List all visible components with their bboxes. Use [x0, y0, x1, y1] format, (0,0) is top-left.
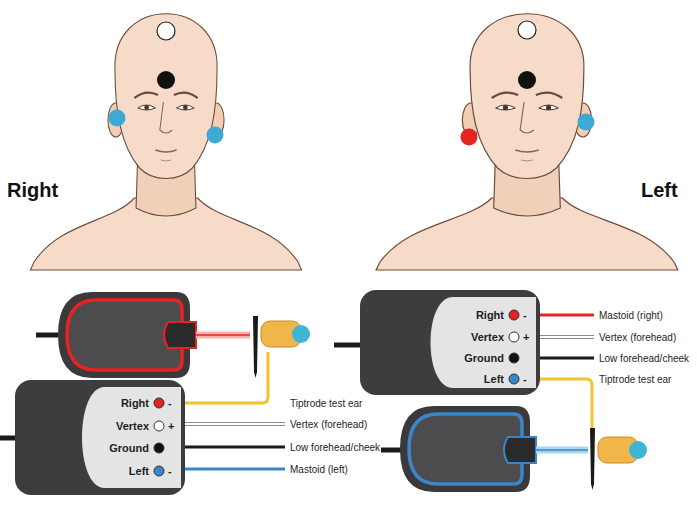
input-dot	[154, 398, 164, 408]
lead-label: Vertex (forehead)	[598, 331, 677, 344]
input-name: Right	[121, 395, 149, 411]
cable	[36, 333, 60, 338]
sound-tube-core	[536, 449, 588, 451]
tiptrode-lead	[185, 352, 268, 403]
vertex-electrode	[157, 22, 175, 40]
ground-electrode	[157, 71, 175, 89]
input-dot	[509, 353, 519, 363]
polarity-sign: -	[523, 307, 527, 323]
input-name: Right	[476, 307, 504, 323]
side-title: Right	[6, 178, 59, 202]
vertex-lead	[185, 422, 285, 426]
vertex-electrode	[518, 21, 536, 39]
tiptrode-pin	[590, 428, 595, 490]
lead-label: Vertex (forehead)	[289, 418, 368, 431]
sound-tube	[196, 332, 250, 339]
sound-tube	[536, 447, 588, 454]
input-dot	[509, 310, 519, 320]
polarity-sign: +	[168, 418, 174, 434]
polarity-sign: +	[523, 329, 529, 345]
input-name: Left	[129, 463, 149, 479]
housing-body	[15, 380, 185, 495]
polarity-sign: -	[523, 371, 527, 387]
ear-tip	[629, 441, 647, 459]
input-dot	[154, 421, 164, 431]
preamplifier-box: Right - Vertex + GroundLeft -	[360, 290, 540, 395]
input-name: Vertex	[116, 418, 149, 434]
vertex-lead	[540, 335, 594, 339]
lead-label: Tiptrode test ear	[598, 373, 672, 386]
mastoid-electrode	[207, 127, 224, 144]
input-dot	[509, 332, 519, 342]
lead-label: Mastoid (right)	[598, 309, 664, 322]
housing-panel	[82, 387, 181, 488]
sound-tube-core	[196, 334, 250, 336]
input-dot	[154, 466, 164, 476]
side-title: Left	[640, 178, 679, 202]
ear-tip	[292, 325, 310, 343]
transducer-connector	[504, 437, 536, 463]
polarity-sign: -	[168, 395, 172, 411]
input-name: Left	[484, 371, 504, 387]
tiptrode-pin	[253, 316, 258, 378]
ground-lead	[185, 446, 285, 449]
vertex-lead-core	[185, 423, 285, 425]
ground-electrode	[518, 71, 536, 89]
input-dot	[154, 443, 164, 453]
input-name: Ground	[109, 440, 149, 456]
input-name: Vertex	[471, 329, 504, 345]
preamplifier-housing	[360, 290, 540, 395]
input-dot	[509, 374, 519, 384]
housing-panel	[431, 297, 537, 388]
ground-lead	[540, 357, 594, 360]
mastoid-electrode	[461, 129, 478, 146]
input-name: Ground	[464, 350, 504, 366]
lead-label: Low forehead/cheek	[598, 352, 690, 365]
preamplifier-housing	[15, 380, 185, 495]
lead-label: Tiptrode test ear	[289, 397, 363, 410]
cable	[334, 343, 362, 348]
head-right-figure	[376, 14, 678, 270]
lead-label: Low forehead/cheek	[289, 441, 381, 454]
transducer-connector	[164, 322, 196, 348]
tiptrode-lead	[540, 379, 592, 428]
mastoid-electrode	[109, 110, 126, 127]
housing-body	[360, 290, 540, 395]
mastoid-electrode	[578, 114, 595, 131]
head-left-figure	[30, 14, 301, 270]
mastoid-lead	[540, 314, 594, 317]
lead-label: Mastoid (left)	[289, 463, 349, 476]
preamplifier-box: Right - Vertex + GroundLeft -	[15, 380, 185, 495]
mastoid-lead	[185, 468, 285, 471]
cable	[0, 436, 16, 441]
vertex-lead-core	[540, 336, 594, 338]
polarity-sign: -	[168, 463, 172, 479]
